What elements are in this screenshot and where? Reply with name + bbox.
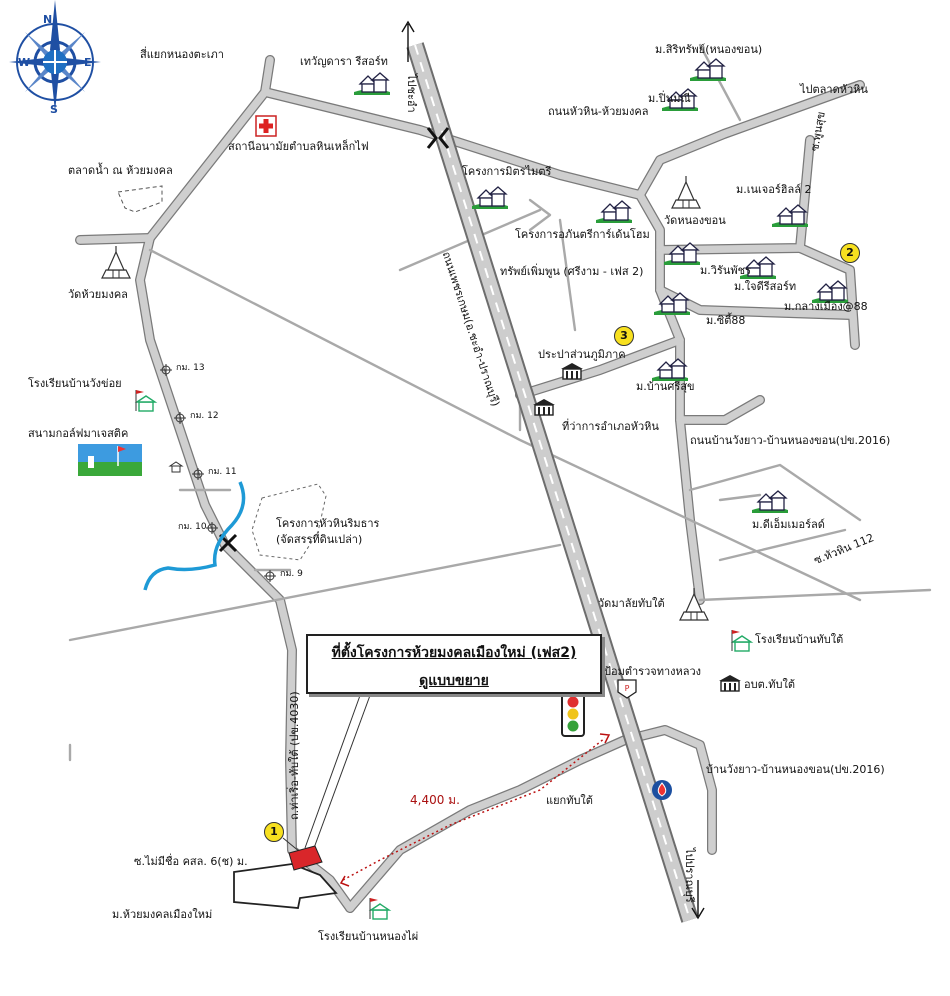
project-callout[interactable]: ที่ตั้งโครงการห้วยมงคลเมืองใหม่ (เฟส2) ด… — [306, 634, 602, 694]
label-wang-yao-road-1: ถนนบ้านวังยาว-บ้านหนองขอน(ปข.2016) — [690, 434, 891, 447]
label-floating-market: ตลาดน้ำ ณ ห้วยมงคล — [68, 164, 173, 177]
label-city88: ม.ซิตี้88 — [706, 314, 746, 327]
hua-hin-rimthan-boundary — [251, 483, 327, 561]
label-school-wang-khoi: โรงเรียนบ้านวังข่อย — [28, 377, 122, 390]
svg-text:P: P — [625, 684, 630, 693]
label-phanthriga: โครงการอภันตรีการ์เด้นโฮม — [515, 228, 650, 241]
label-wang-yao-road-2: บ้านวังยาว-บ้านหนองขอน(ปข.2016) — [706, 763, 885, 776]
label-school-thap-tai: โรงเรียนบ้านทับใต้ — [755, 633, 844, 646]
label-to-cha-am: ไปชะอำ — [405, 74, 418, 113]
traffic-light-icon — [561, 691, 585, 737]
highway-phet-kasem — [406, 42, 699, 923]
compass-s: S — [50, 103, 58, 116]
label-pin-mani: ม.ปิ่นมณี — [648, 92, 691, 105]
marker-2: 2 — [840, 243, 860, 263]
marker-1: 1 — [264, 822, 284, 842]
compass-icon — [9, 0, 101, 112]
project-site-highlight — [288, 845, 323, 871]
label-dm-world: ม.ดีเอ็มเมอร์ลด์ — [752, 518, 825, 531]
label-obt-thap-tai: อบต.ทับใต้ — [744, 678, 795, 691]
label-junction-thap-tai: แยกทับใต้ — [546, 794, 593, 807]
house-icon — [595, 200, 633, 224]
label-klang-mueang: ม.กลางเมือง@88 — [784, 300, 868, 313]
office-icon — [718, 674, 742, 692]
label-sap-phoem-phun: ทรัพย์เพิ่มพูน (ศรีงาม - เฟส 2) — [500, 265, 644, 278]
label-huai-mongkhon-new: ม.ห้วยมงคลเมืองใหม่ — [112, 908, 213, 921]
label-thawanthara: เทวัญดารา รีสอร์ท — [300, 55, 388, 68]
label-to-pranburi: ไปปราณบุรี — [683, 848, 696, 903]
distance-route — [342, 737, 606, 881]
label-mitmaitri: โครงการมิตรไมตรี — [462, 165, 552, 178]
label-district-office: ที่ว่าการอำเภอหัวหิน — [562, 420, 659, 433]
overpass-icon — [218, 127, 450, 553]
label-police-box: ป้อมตำรวจทางหลวง — [604, 665, 702, 678]
house-icon — [651, 358, 689, 382]
compass-w: W — [18, 56, 31, 69]
road-network — [68, 43, 932, 913]
school-icon — [731, 629, 752, 652]
label-land-allocation: (จัดสรรที่ดินเปล่า) — [276, 533, 363, 546]
label-sirisap: ม.สิริทรัพย์(หนองขอน) — [655, 43, 763, 56]
label-to-hua-hin-market: ไปตลาดหัวหิน — [800, 83, 868, 96]
label-wat-nong-khon: วัดหนองขอน — [664, 214, 726, 227]
temple-icon — [671, 175, 701, 209]
marker-3: 3 — [614, 326, 634, 346]
label-soi-unnamed: ซ.ไม่มีชื่อ คสล. 6(ช) ม. — [134, 855, 248, 868]
arrow-up-icon — [401, 20, 415, 62]
house-icon — [771, 204, 809, 228]
house-icon — [471, 186, 509, 210]
office-icon — [560, 362, 584, 380]
school-icon — [135, 389, 156, 412]
label-school-nong-phai: โรงเรียนบ้านหนองไผ่ — [318, 930, 419, 943]
floating-market-boundary — [117, 185, 163, 213]
school-icon — [369, 897, 390, 920]
label-health-station: สถานีอนามัยตำบลหินเหล็กไฟ — [228, 140, 369, 153]
callout-link[interactable]: ดูแบบขยาย — [419, 673, 489, 689]
label-km9: กม. 9 — [280, 569, 303, 579]
label-km10: กม. 10 — [178, 522, 207, 532]
label-golf: สนามกอล์ฟมาเจสติค — [28, 427, 129, 440]
label-wat-malai: วัดมาลัยทับใต้ — [598, 597, 665, 610]
label-km11: กม. 11 — [208, 467, 237, 477]
callout-title: ที่ตั้งโครงการห้วยมงคลเมืองใหม่ (เฟส2) — [331, 645, 577, 661]
gas-station-icon — [652, 780, 672, 800]
small-house-icon — [168, 461, 184, 473]
compass-n: N — [43, 13, 53, 26]
distance-label: 4,400 ม. — [410, 793, 460, 807]
label-hua-hin-rimthan: โครงการหัวหินริมธาร — [276, 517, 380, 530]
temple-icon — [101, 245, 131, 279]
label-nature-hill: ม.เนเจอร์ฮิลล์ 2 — [736, 183, 812, 196]
stream — [143, 481, 246, 591]
health-station-icon — [255, 115, 277, 137]
label-km13: กม. 13 — [176, 363, 205, 373]
police-box-icon: P — [617, 679, 637, 699]
label-wiranphat: ม.วิรันพัชร — [700, 264, 751, 277]
house-icon — [353, 72, 391, 96]
label-hua-hin-huai-mongkhon: ถนนหัวหิน-ห้วยมงคล — [548, 105, 649, 118]
label-tha-mo-ro-road: ถ.ท่าเริ่อ-ทับใต้ (ปข.4030) — [288, 691, 301, 820]
label-km12: กม. 12 — [190, 411, 219, 421]
golf-course-icon — [78, 444, 142, 476]
label-water-works: ประปาส่วนภูมิภาค — [538, 348, 626, 361]
compass-e: E — [84, 56, 92, 69]
label-wat-huai-mongkhon: วัดห้วยมงคล — [68, 288, 128, 301]
arrow-down-icon — [691, 880, 705, 920]
label-junction-nong-ta-phao: สี่แยกหนองตะเภา — [140, 48, 224, 61]
label-ban-sri-suk: ม.บ้านศรีสุข — [636, 380, 695, 393]
label-jaidee-resort: ม.ใจดีรีสอร์ท — [734, 280, 797, 293]
